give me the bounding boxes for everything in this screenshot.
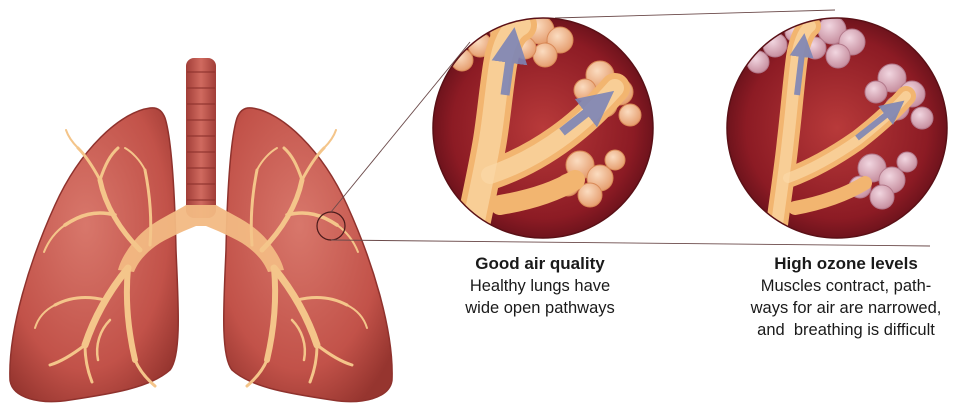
high-ozone-line-2: ways for air are narrowed,: [718, 297, 974, 319]
high-ozone-panel: [727, 16, 947, 240]
good-air-quality-line-2: wide open pathways: [420, 297, 660, 319]
good-air-quality-panel: [433, 16, 653, 240]
high-ozone-title: High ozone levels: [718, 253, 974, 275]
lungs-illustration: [10, 58, 392, 402]
good-air-quality-title: Good air quality: [420, 253, 660, 275]
good-air-quality-line-1: Healthy lungs have: [420, 275, 660, 297]
left-lung: [10, 108, 178, 402]
good-air-quality-caption: Good air quality Healthy lungs have wide…: [420, 253, 660, 319]
high-ozone-line-3: and breathing is difficult: [718, 319, 974, 341]
high-ozone-line-1: Muscles contract, path-: [718, 275, 974, 297]
trachea: [186, 58, 216, 218]
high-ozone-caption: High ozone levels Muscles contract, path…: [718, 253, 974, 341]
right-lung: [224, 108, 392, 402]
